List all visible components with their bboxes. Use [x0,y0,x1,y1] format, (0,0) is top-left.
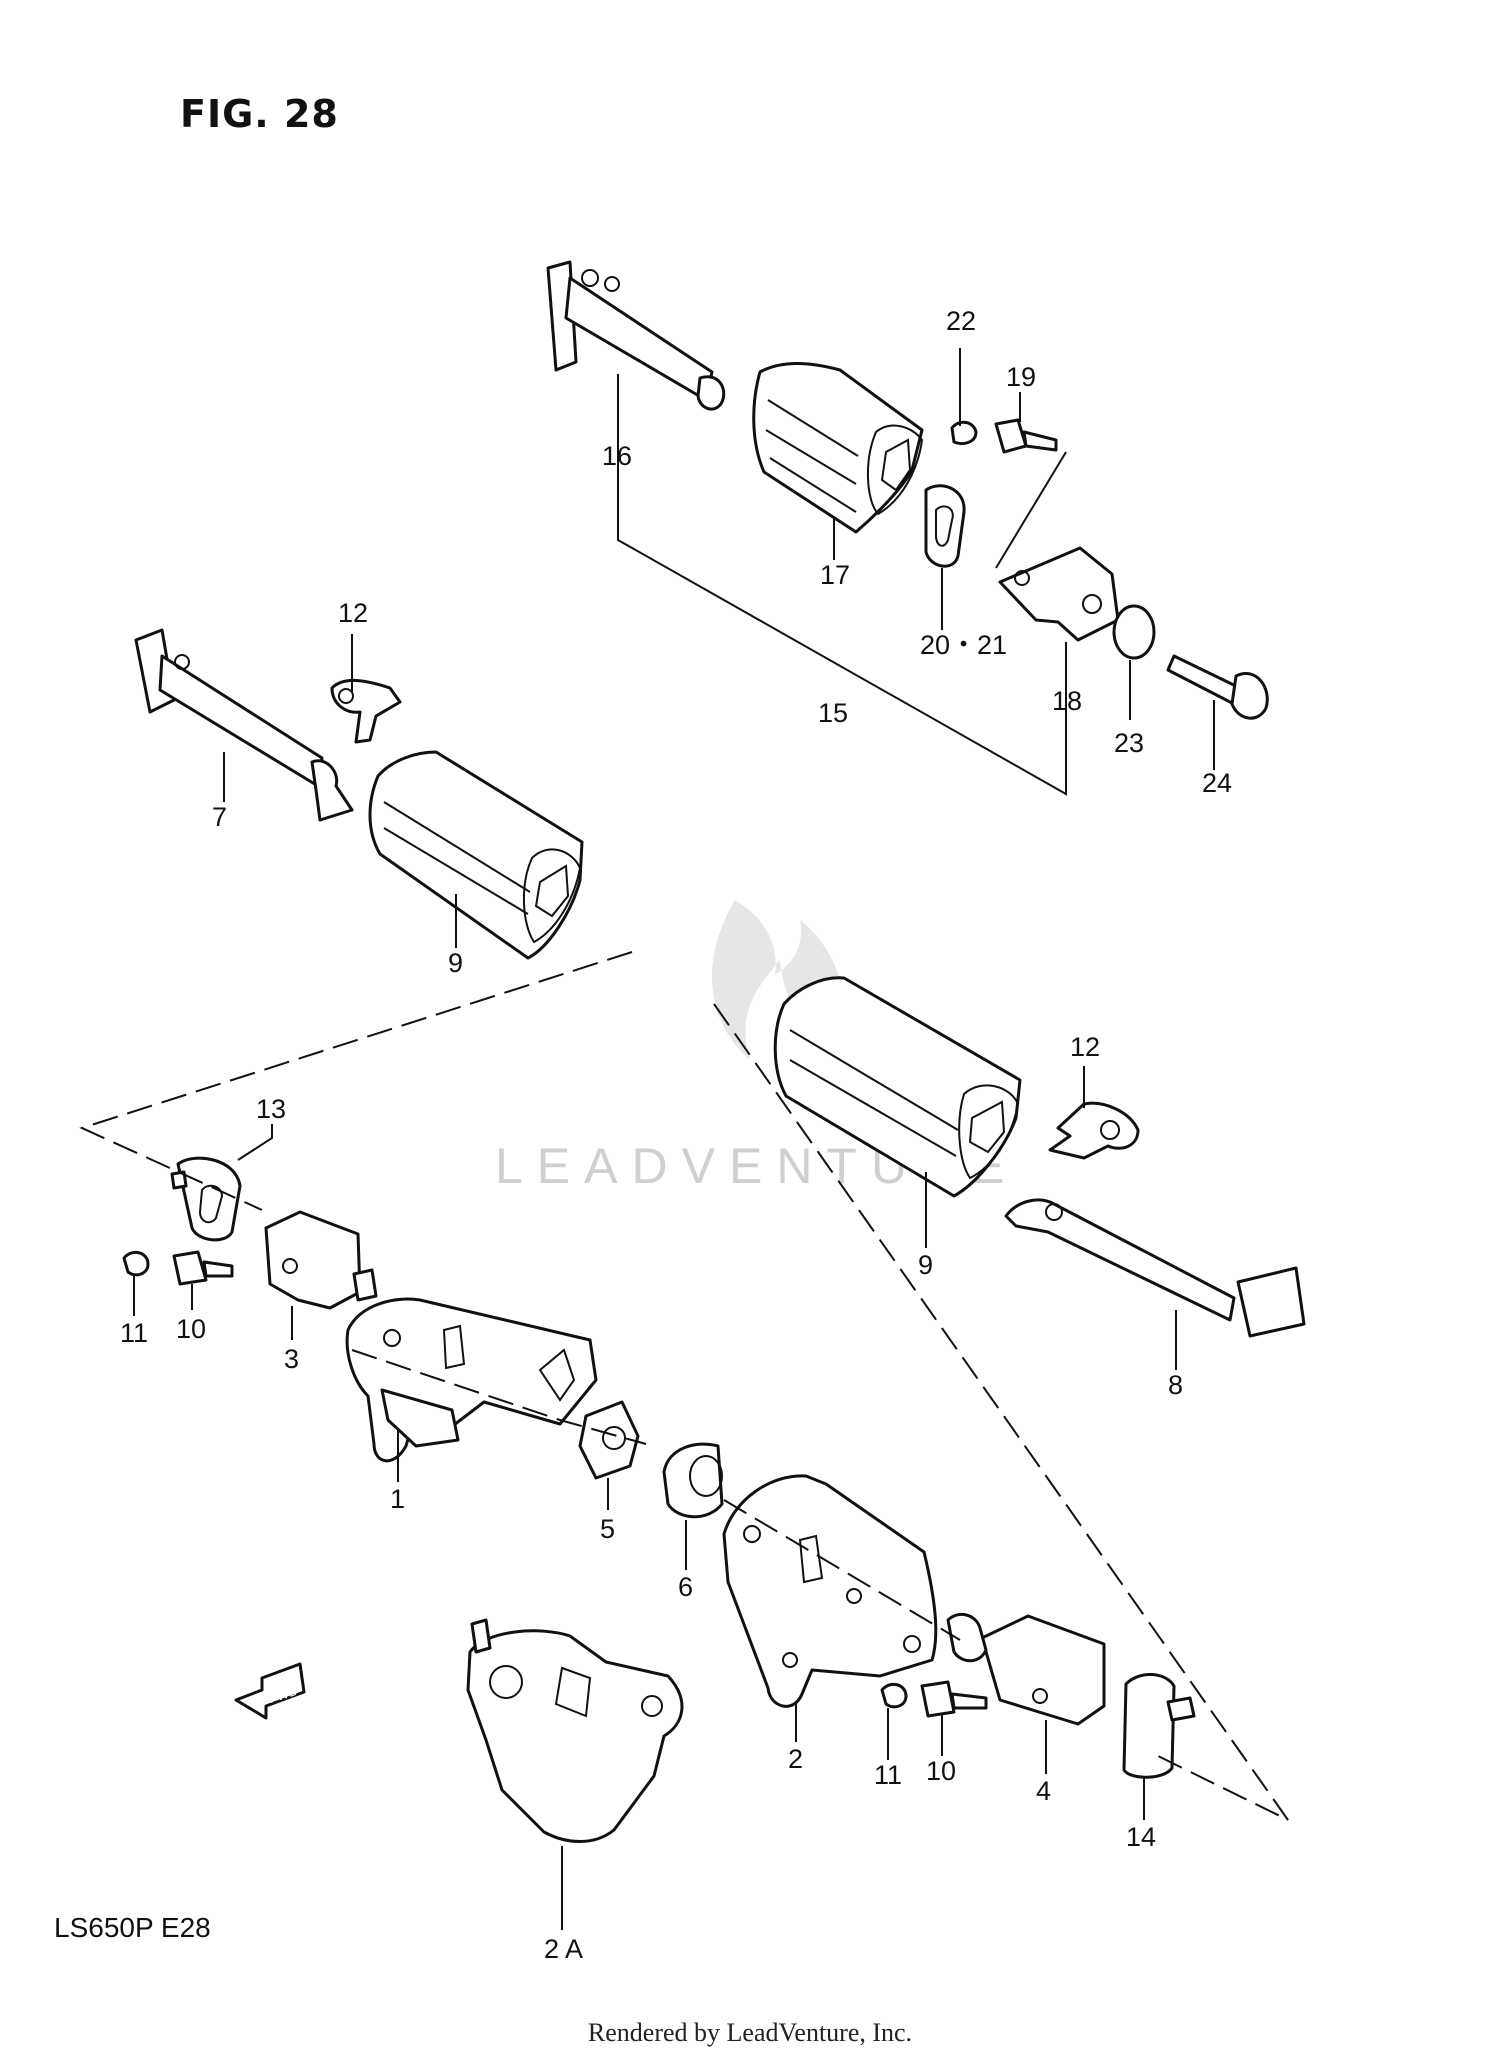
part-9-footrest-rubber-left [368,750,584,960]
part-13-plate [170,1156,242,1242]
part-10-bolt-right [920,1680,988,1718]
callout-7: 7 [212,802,227,832]
part-3-clevis-block [264,1210,378,1310]
part-17-footrest-rubber [752,362,924,534]
callout-14: 14 [1126,1822,1156,1852]
part-11-cap-right [880,1682,908,1709]
callout-3: 3 [284,1344,299,1374]
callout-16: 16 [602,441,632,471]
callout-8: 8 [1168,1370,1183,1400]
part-2-bracket-right [722,1474,938,1708]
part-12-stopper-left [330,678,402,744]
part-19-bolt [994,418,1058,454]
part-18-clevis-block [998,546,1120,642]
part-9-footrest-rubber-right [773,976,1022,1198]
leader-lines [133,348,1215,1930]
callout-24: 24 [1202,768,1232,798]
callout-11-right: 11 [874,1760,902,1790]
part-4-clevis-block [946,1612,1106,1726]
part-6-spacer [662,1442,724,1519]
callout-6: 6 [678,1572,693,1602]
model-code: LS650P E28 [54,1912,211,1943]
callout-19: 19 [1006,362,1036,392]
callout-10-right: 10 [926,1756,956,1786]
callout-1: 1 [390,1484,405,1514]
part-23-washer [1112,604,1156,660]
part-10-bolt-left [172,1250,234,1286]
callout-20-21: 20・21 [920,630,1007,660]
part-11-cap-left [122,1250,150,1277]
callout-22: 22 [946,306,976,336]
callout-4: 4 [1036,1776,1051,1806]
callout-18: 18 [1052,686,1082,716]
callout-12-right: 12 [1070,1032,1100,1062]
part-7-footrest-bar-left [134,628,354,822]
callout-12-left: 12 [338,598,368,628]
part-2a-bracket [466,1618,684,1843]
part-1-bracket-left [345,1297,598,1463]
part-12-stopper-right [1048,1101,1140,1160]
callout-17: 17 [820,560,850,590]
part-24-bolt [1166,654,1269,720]
figure-title: FIG. 28 [180,92,339,136]
callout-2a: 2 A [544,1934,583,1964]
callout-15: 15 [818,698,848,728]
callout-13: 13 [256,1094,286,1124]
callout-2: 2 [788,1744,803,1774]
callout-5: 5 [600,1514,615,1544]
phantom-lines [79,951,1289,1821]
callout-9-left: 9 [448,948,463,978]
part-8-footrest-bar-right [1004,1198,1306,1338]
footer-credit: Rendered by LeadVenture, Inc. [587,2018,913,2047]
callouts: 16 17 22 19 20・21 15 18 23 24 12 7 9 12 … [120,306,1232,1964]
part-16-footrest-bar [546,260,726,411]
callout-11-left: 11 [120,1318,148,1348]
callout-9-right: 9 [918,1250,933,1280]
fwd-arrow: FWD [234,1662,306,1720]
part-20-21-plate [924,484,966,568]
part-22-cap [950,420,978,446]
group-15-bracket [617,374,1067,796]
part-5-nut [578,1400,640,1480]
callout-10-left: 10 [176,1314,206,1344]
callout-23: 23 [1114,728,1144,758]
part-14-plate [1122,1673,1196,1779]
